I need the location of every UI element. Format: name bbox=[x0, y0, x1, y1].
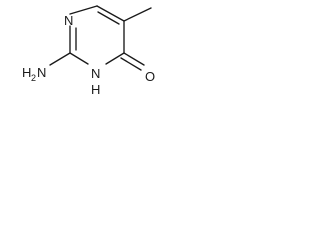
bond-c5-methyl bbox=[123, 7, 152, 22]
bond-c4-n3 bbox=[105, 52, 125, 65]
bond-n1-c6 bbox=[69, 5, 98, 15]
bonds bbox=[49, 5, 152, 71]
atom-nh-h: H bbox=[91, 82, 100, 97]
structure-diagram: N H 2 N H N O bbox=[0, 0, 170, 104]
molecule-svg: N H 2 N H N O bbox=[22, 5, 155, 97]
atom-ring-n-top: N bbox=[64, 13, 73, 28]
atom-carbonyl-o: O bbox=[145, 69, 155, 84]
bond-c4-o-inner bbox=[120, 57, 142, 71]
bond-c4-o bbox=[123, 52, 145, 66]
bond-n3-c2 bbox=[69, 52, 89, 65]
bond-c6-c5 bbox=[96, 5, 125, 22]
bond-c6-c5-inner bbox=[97, 11, 120, 25]
atom-labels: N H 2 N H N O bbox=[22, 13, 155, 97]
bond-c2-nh2 bbox=[49, 52, 71, 66]
atom-amino-n: N bbox=[37, 65, 46, 80]
atom-nh-n: N bbox=[91, 66, 100, 81]
atom-amino-sub: 2 bbox=[31, 73, 36, 83]
atom-amino-h: H bbox=[22, 65, 31, 80]
